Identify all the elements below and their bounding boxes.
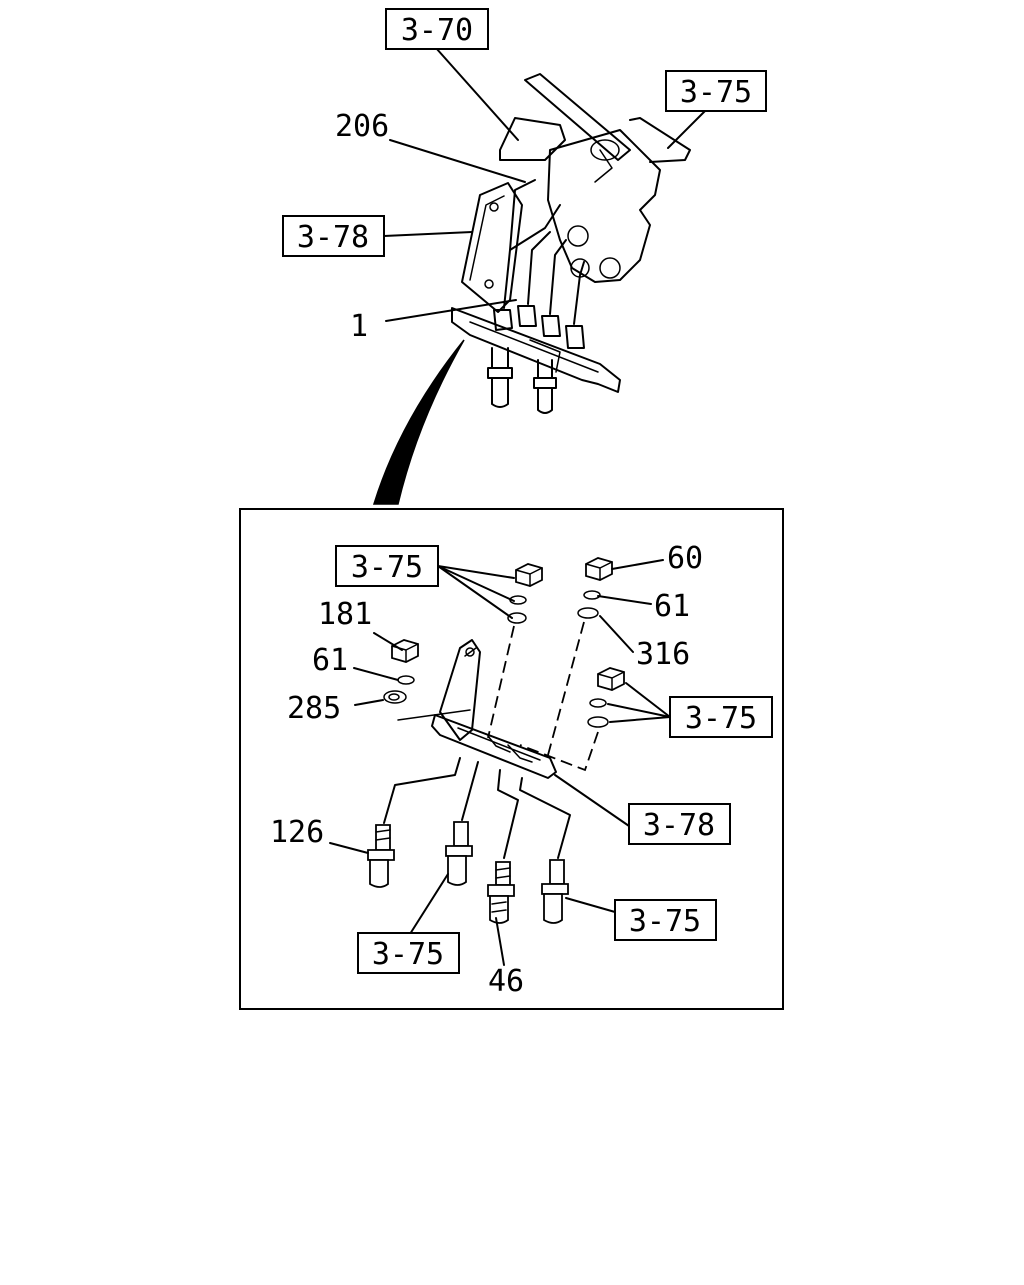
callout-61-left: 61 (312, 643, 348, 678)
ref-box-3-75-d: 3-75 (357, 932, 460, 974)
callout-46: 46 (488, 964, 524, 999)
detail-frame (239, 508, 784, 1010)
detail-parts (367, 557, 625, 924)
ref-label-3-75-d: 3-75 (372, 937, 444, 972)
ref-label-3-75-c: 3-75 (629, 904, 701, 939)
callout-1: 1 (350, 309, 368, 344)
detail-arrow (372, 339, 465, 505)
ref-box-3-75-a: 3-75 (335, 545, 439, 587)
ref-box-3-78-top: 3-78 (282, 215, 385, 257)
detail-leaders (329, 559, 671, 966)
ref-box-3-75-b: 3-75 (669, 696, 773, 738)
callout-285: 285 (287, 691, 341, 726)
injection-pipe-assembly (451, 73, 691, 414)
callout-60: 60 (667, 541, 703, 576)
callout-206: 206 (335, 109, 389, 144)
callout-316: 316 (636, 637, 690, 672)
ref-label-3-78-top: 3-78 (297, 220, 369, 255)
callout-126: 126 (270, 815, 324, 850)
ref-box-3-70: 3-70 (385, 8, 489, 50)
ref-box-3-75-top: 3-75 (665, 70, 767, 112)
ref-box-3-75-c: 3-75 (614, 899, 717, 941)
ref-label-3-78-b: 3-78 (643, 808, 715, 843)
callout-61-right: 61 (654, 589, 690, 624)
ref-box-3-78-b: 3-78 (628, 803, 731, 845)
ref-label-3-75-b: 3-75 (685, 701, 757, 736)
ref-label-3-75-a: 3-75 (351, 550, 423, 585)
callout-181: 181 (318, 597, 372, 632)
top-leaders (383, 47, 707, 322)
ref-label-3-70: 3-70 (401, 13, 473, 48)
ref-label-3-75-top: 3-75 (680, 75, 752, 110)
